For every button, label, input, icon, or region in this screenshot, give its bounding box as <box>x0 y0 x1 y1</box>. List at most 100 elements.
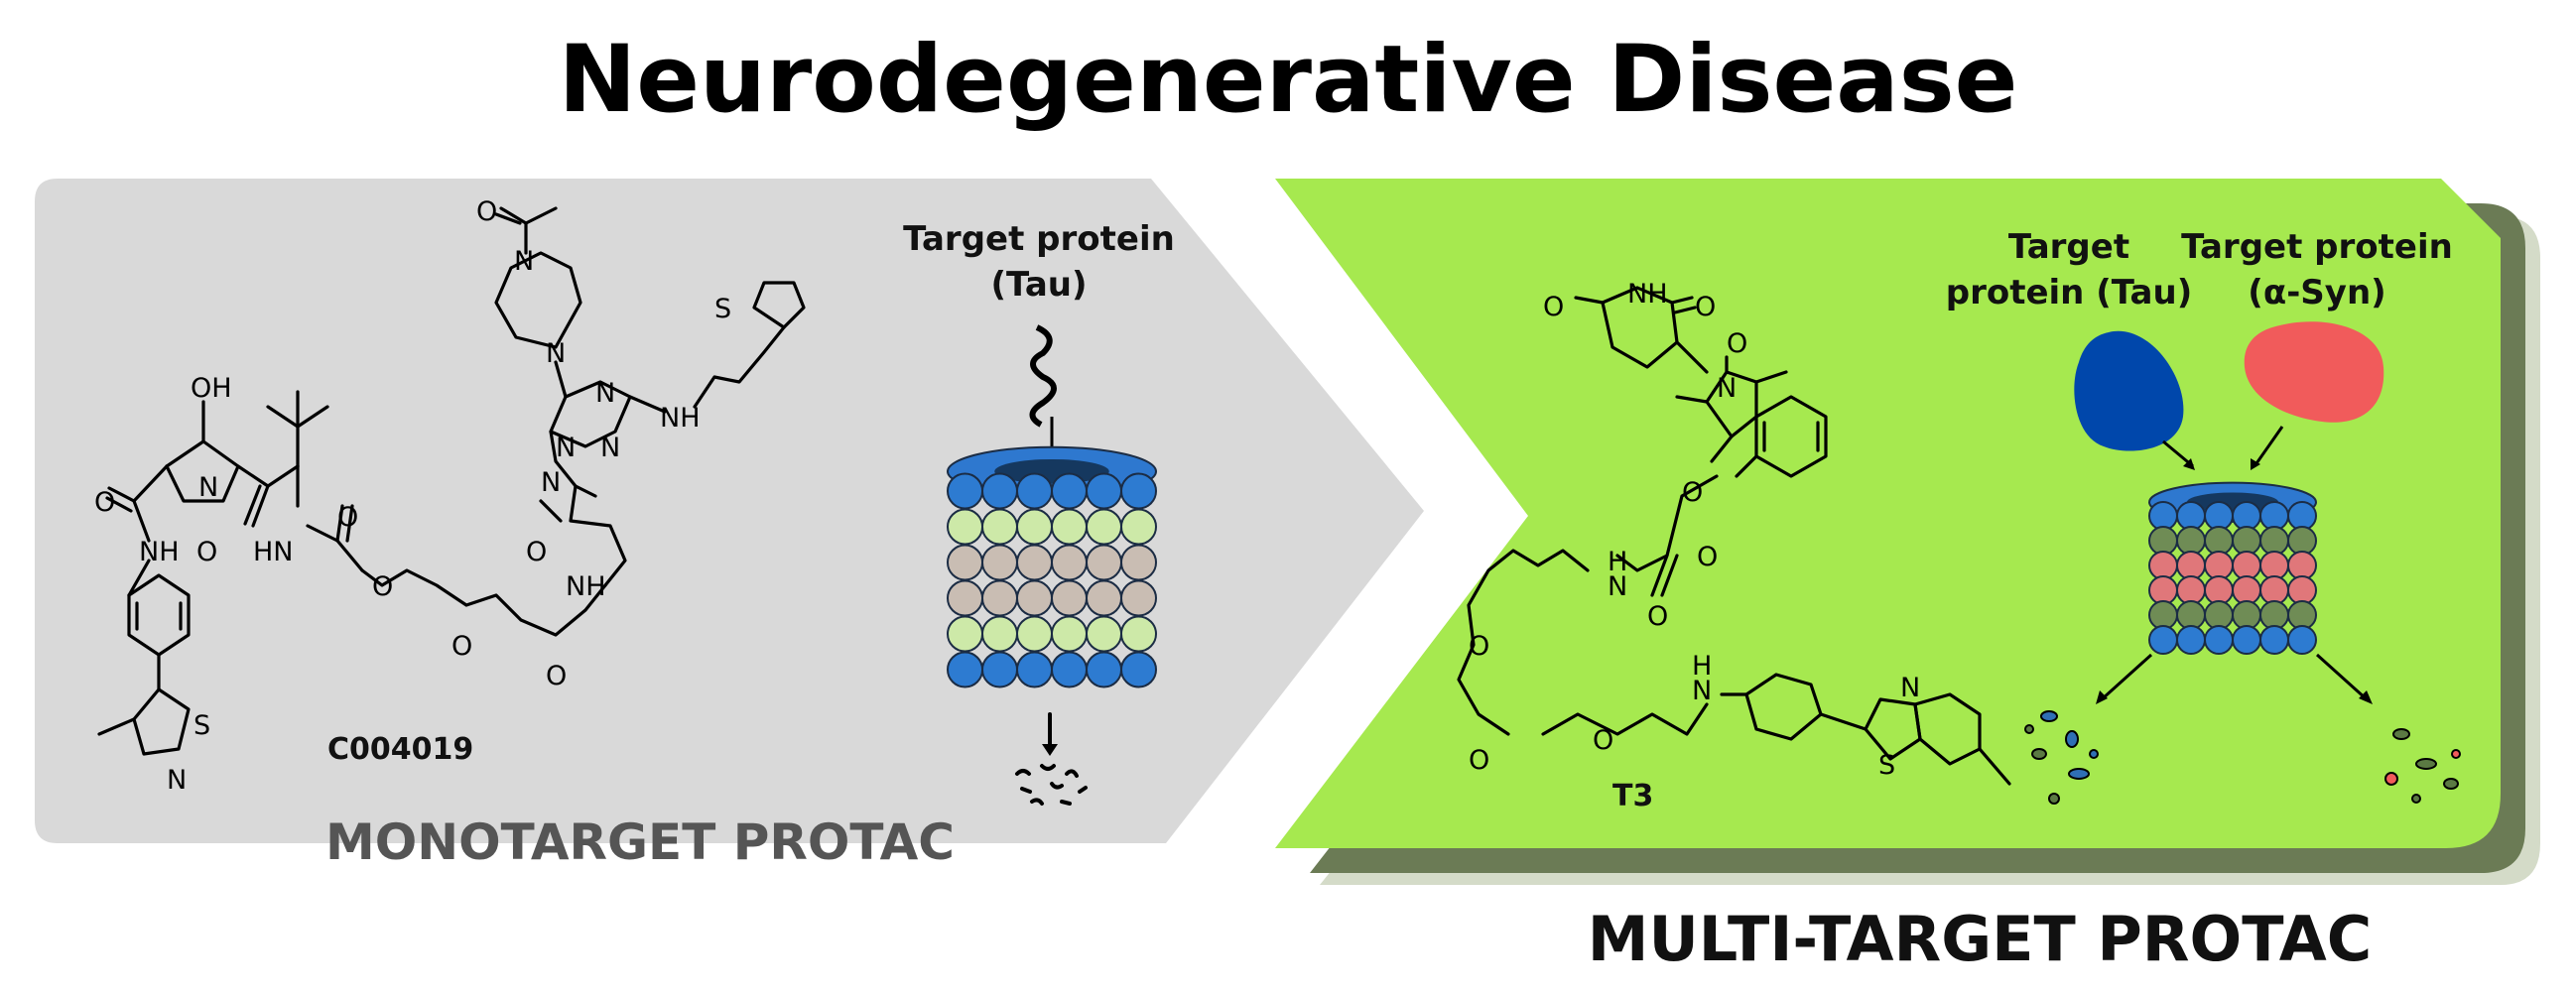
atom-label: S <box>714 294 731 324</box>
atom-label: N <box>556 433 576 463</box>
atom-label: O <box>1697 542 1718 572</box>
proteasome-subunit <box>1120 615 1157 653</box>
proteasome-subunit <box>2259 575 2289 605</box>
proteasome-subunit <box>2259 526 2289 556</box>
proteasome-subunit <box>1051 579 1088 617</box>
proteasome-subunit <box>2287 551 2317 580</box>
proteasome-subunit <box>1051 651 1088 688</box>
proteasome-subunit <box>1016 579 1053 617</box>
atom-label: N <box>514 246 534 277</box>
degraded-fragments-icon <box>1015 712 1088 806</box>
proteasome-subunit <box>2232 575 2261 605</box>
proteasome-subunit <box>981 615 1018 653</box>
proteasome-subunit <box>1120 579 1157 617</box>
proteasome-subunit <box>1016 615 1053 653</box>
proteasome-subunit <box>981 472 1018 510</box>
proteasome-subunit <box>1051 615 1088 653</box>
atom-label: O <box>451 631 472 662</box>
proteasome-subunit <box>1051 544 1088 581</box>
syn-target-label-line1: Target protein <box>2181 227 2453 267</box>
atom-label: O <box>1469 745 1489 776</box>
proteasome-subunit <box>2176 600 2206 630</box>
proteasome-subunit <box>2232 625 2261 655</box>
multitarget-caption: MULTI-TARGET PROTAC <box>1588 903 2372 975</box>
proteasome-subunit <box>2148 575 2178 605</box>
proteasome-subunit <box>947 615 983 653</box>
proteasome-subunit <box>2148 526 2178 556</box>
proteasome-subunit <box>2204 575 2234 605</box>
tau-protein-icon <box>2074 330 2184 451</box>
proteasome-subunit <box>947 651 983 688</box>
atom-label: N <box>198 472 218 503</box>
t3-structure <box>1457 286 2011 786</box>
proteasome-subunit <box>981 579 1018 617</box>
proteasome-subunit <box>981 508 1018 546</box>
proteasome-subunit <box>1016 651 1053 688</box>
atom-label: N <box>541 467 561 498</box>
atom-label: H <box>1608 547 1627 577</box>
monotarget-panel-background <box>35 179 1424 843</box>
atom-label: O <box>546 661 567 691</box>
proteasome-subunit <box>2232 526 2261 556</box>
proteasome-subunit <box>2204 501 2234 531</box>
atom-label: O <box>94 487 115 518</box>
proteasome-subunit <box>2287 625 2317 655</box>
proteasome-subunit <box>1016 544 1053 581</box>
proteasome-subunit <box>1086 472 1122 510</box>
atom-label: O <box>1469 631 1489 662</box>
proteasome-subunit <box>947 472 983 510</box>
atom-label: NH <box>566 571 606 602</box>
proteasome-subunit <box>2176 526 2206 556</box>
proteasome-subunit <box>2148 625 2178 655</box>
syn-target-label-line2: (α-Syn) <box>2248 273 2385 312</box>
proteasome-subunit <box>2287 600 2317 630</box>
proteasome-subunit <box>1120 651 1157 688</box>
atom-label: O <box>476 196 497 227</box>
atom-label: O <box>1647 601 1668 632</box>
proteasome-subunit <box>1086 544 1122 581</box>
c004019-atom-labels: OH N O NH O HN O O O O NH O N N N N NH S… <box>94 196 731 796</box>
proteasome-icon <box>947 445 1157 688</box>
proteasome-subunit <box>2232 501 2261 531</box>
atom-label: N <box>1717 373 1737 404</box>
proteasome-subunit <box>1016 472 1053 510</box>
degraded-fragments-icon <box>2024 710 2461 805</box>
arrow-head-icon <box>2096 690 2108 704</box>
arrow-head-icon <box>2359 690 2373 704</box>
proteasome-subunit <box>1086 579 1122 617</box>
proteasome-subunit <box>1016 508 1053 546</box>
proteasome-subunit <box>947 579 983 617</box>
arrows-out-icon <box>2100 653 2369 701</box>
atom-label: O <box>1543 292 1564 322</box>
proteasome-subunit <box>2204 625 2234 655</box>
atom-label: N <box>1692 676 1712 706</box>
proteasome-subunit <box>2176 625 2206 655</box>
atom-label: O <box>337 502 358 533</box>
proteasome-subunit <box>2287 575 2317 605</box>
atom-label: NH <box>1627 279 1668 310</box>
alpha-syn-protein-icon <box>2244 321 2384 423</box>
atom-label: O <box>1682 477 1703 508</box>
atom-label: N <box>600 433 620 463</box>
proteasome-subunit <box>981 651 1018 688</box>
monotarget-caption: MONOTARGET PROTAC <box>325 813 955 871</box>
atom-label: N <box>546 338 566 369</box>
atom-label: S <box>193 710 210 741</box>
proteasome-subunit <box>1086 508 1122 546</box>
tau-target-label-line1: Target <box>2008 227 2129 267</box>
atom-label: N <box>1900 673 1920 703</box>
proteasome-subunit <box>2204 551 2234 580</box>
arrow-head-icon <box>2183 458 2195 470</box>
proteasome-subunit <box>947 508 983 546</box>
proteasome-subunit <box>1051 472 1088 510</box>
c004019-structure <box>97 206 806 756</box>
multitarget-panel <box>1275 179 2540 885</box>
proteasome-subunit <box>1120 508 1157 546</box>
proteasome-subunit <box>1120 472 1157 510</box>
atom-label: N <box>1608 571 1627 602</box>
proteasome-subunit <box>2259 600 2289 630</box>
left-target-label-line2: (Tau) <box>990 265 1087 305</box>
atom-label: OH <box>191 373 232 404</box>
proteasome-subunit <box>2259 551 2289 580</box>
